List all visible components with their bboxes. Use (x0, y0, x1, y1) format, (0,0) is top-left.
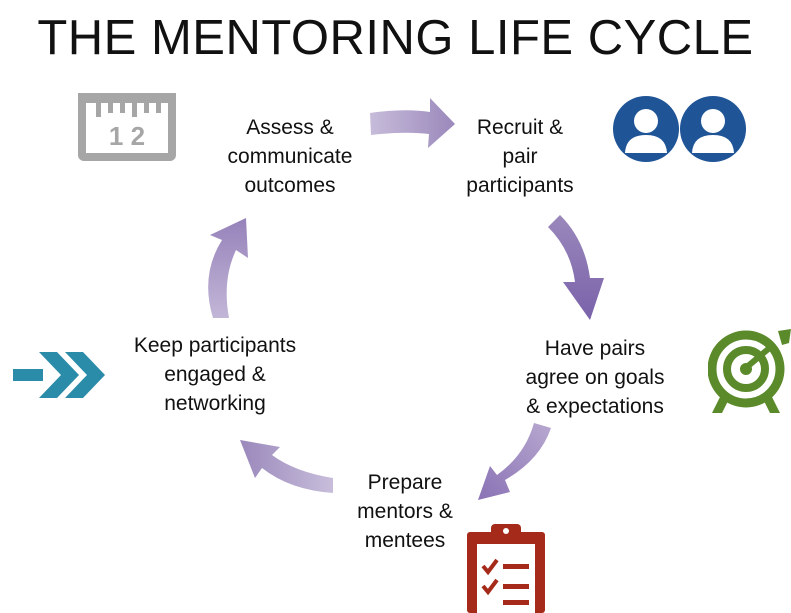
stage-keep-participants-engaged: Keep participants engaged & networking (100, 331, 330, 418)
stage-label-line: outcomes (244, 174, 336, 197)
stage-label-line: Prepare (367, 471, 443, 494)
stage-label-line: participants (466, 174, 574, 197)
ruler-icon: 1 2 (78, 93, 176, 161)
stage-label-line: agree on goals (525, 366, 665, 389)
page-title: THE MENTORING LIFE CYCLE (37, 11, 754, 65)
stage-label-line: Keep participants (133, 334, 297, 357)
double-chevron-icon (13, 352, 105, 398)
target-icon (708, 329, 791, 413)
stage-prepare-mentors-mentees: Prepare mentors & mentees (330, 468, 480, 555)
arrow-engage-to-assess (208, 218, 248, 318)
arrow-recruit-to-goals (548, 215, 604, 320)
arrow-assess-to-recruit (370, 98, 455, 148)
stage-label-line: communicate (227, 145, 353, 168)
arrow-prepare-to-engage (240, 440, 333, 493)
stage-label-line: & expectations (526, 395, 664, 418)
stage-label-line: Assess & (246, 116, 334, 139)
stage-label-line: mentees (364, 529, 446, 552)
stage-label-line: engaged & (164, 363, 266, 386)
stage-agree-goals-expectations: Have pairs agree on goals & expectations (495, 334, 695, 421)
stage-assess-communicate-outcomes: Assess & communicate outcomes (205, 113, 375, 200)
stage-recruit-pair-participants: Recruit & pair participants (445, 113, 595, 200)
clipboard-icon (467, 524, 545, 613)
stage-label-line: Recruit & (476, 116, 564, 139)
stage-label-line: Have pairs (544, 337, 646, 360)
arrow-goals-to-prepare (478, 423, 551, 500)
stage-label-line: networking (164, 392, 266, 415)
ruler-icon-text: 1 2 (109, 121, 145, 151)
stage-label-line: pair (502, 145, 538, 168)
stage-label-line: mentors & (357, 500, 453, 523)
people-icon (613, 96, 746, 162)
